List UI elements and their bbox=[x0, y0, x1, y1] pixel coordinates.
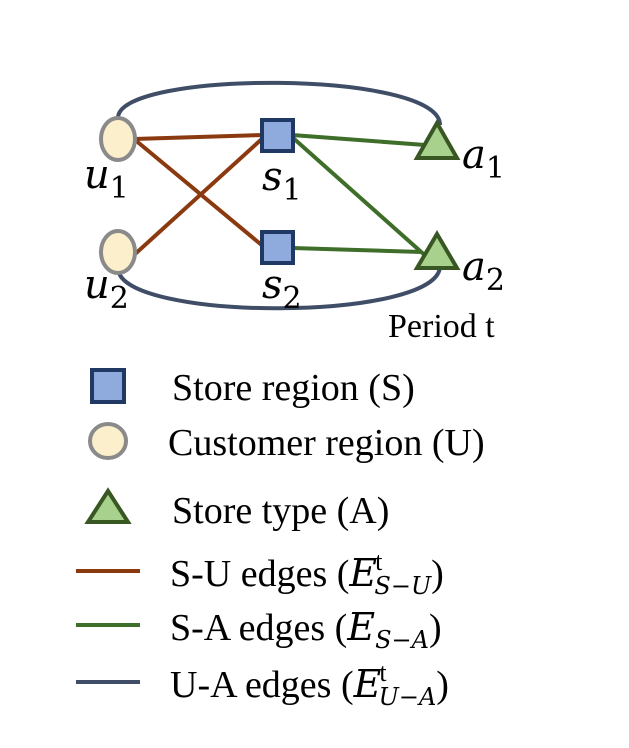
sa-edge-s1-a2 bbox=[290, 135, 430, 260]
sa-edge-s2-a2 bbox=[291, 246, 423, 254]
node-u2 bbox=[99, 229, 137, 275]
label-u1: u1 bbox=[84, 152, 129, 206]
label-s2: s2 bbox=[262, 262, 302, 316]
su-edge-u1-s2 bbox=[132, 137, 266, 249]
legend-customer-icon bbox=[88, 422, 128, 460]
node-s2 bbox=[260, 230, 295, 265]
legend-customer-label: Customer region (U) bbox=[168, 422, 485, 464]
node-s1 bbox=[260, 118, 295, 153]
sa-edge-s1-a1 bbox=[291, 133, 426, 147]
su-edge-u1-s1 bbox=[133, 133, 265, 141]
legend-store-icon bbox=[90, 368, 126, 404]
label-a2: a2 bbox=[462, 244, 505, 298]
node-u1 bbox=[99, 116, 137, 162]
label-u2: u2 bbox=[84, 262, 129, 316]
legend-sa-label: S-A edges (ES−A) bbox=[170, 605, 442, 654]
node-a2 bbox=[413, 230, 461, 270]
ua-edge-bottom bbox=[116, 265, 442, 311]
su-edge-u2-s1 bbox=[132, 135, 266, 257]
legend-type-icon bbox=[84, 487, 132, 524]
node-a1 bbox=[413, 118, 461, 160]
label-a1: a1 bbox=[462, 132, 505, 186]
legend-store-label: Store region (S) bbox=[172, 367, 415, 409]
period-label: Period t bbox=[388, 308, 495, 345]
ua-edge-top bbox=[116, 80, 442, 126]
legend-type-label: Store type (A) bbox=[172, 490, 389, 532]
label-s1: s1 bbox=[262, 154, 302, 208]
